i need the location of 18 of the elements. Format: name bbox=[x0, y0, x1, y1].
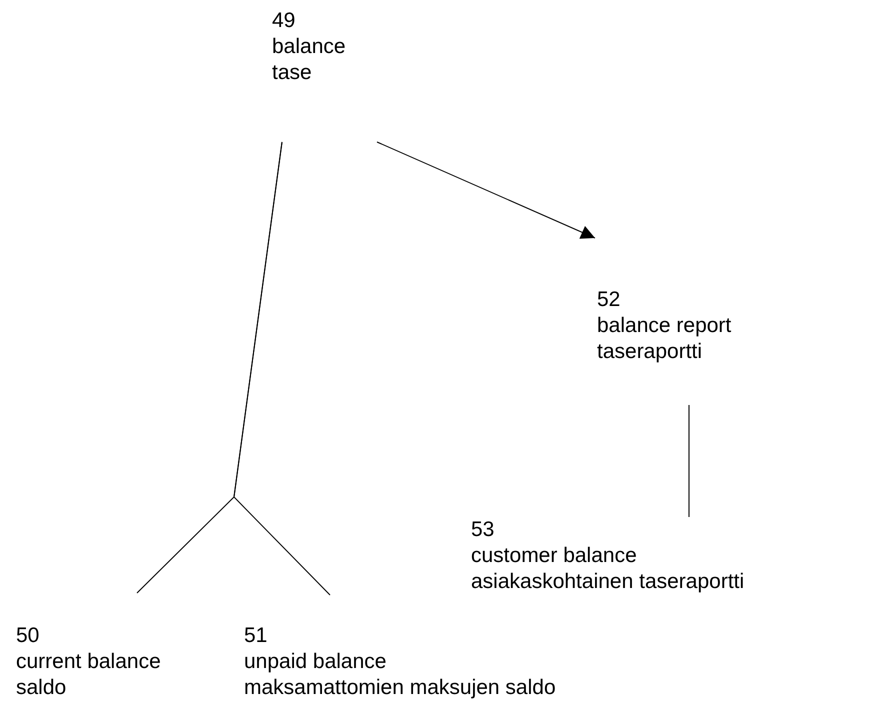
node-label: tase bbox=[272, 60, 312, 86]
node-label: saldo bbox=[16, 675, 66, 701]
node-label: balance bbox=[272, 34, 346, 60]
node-label: taseraportti bbox=[597, 339, 702, 365]
node-label: 53 bbox=[471, 517, 494, 543]
node-label: 49 bbox=[272, 8, 296, 34]
connector-line bbox=[233, 142, 330, 596]
node-label: unpaid balance bbox=[244, 649, 386, 675]
node-label: current balance bbox=[16, 649, 161, 675]
node-label: 52 bbox=[597, 287, 620, 313]
connector-line bbox=[688, 404, 690, 518]
arrow bbox=[376, 142, 596, 239]
node-label: 50 bbox=[16, 623, 40, 649]
node-label: maksamattomien maksujen saldo bbox=[244, 675, 556, 701]
node-label: balance report bbox=[597, 313, 732, 339]
node-label: 51 bbox=[244, 623, 268, 649]
node-label: asiakaskohtainen taseraportti bbox=[471, 569, 744, 595]
node-label: customer balance bbox=[471, 543, 637, 569]
